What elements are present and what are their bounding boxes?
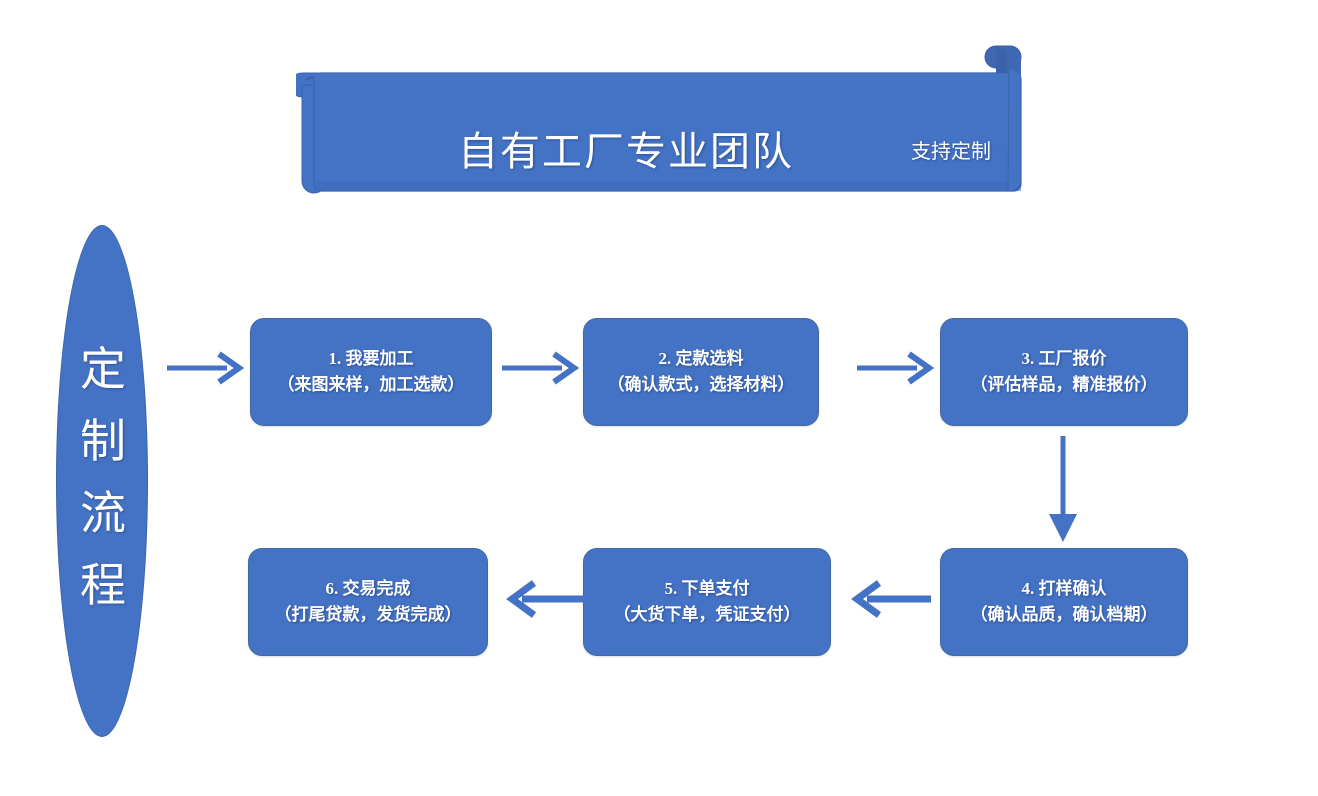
arrow-right-icon-step-1-to-step-2 bbox=[502, 351, 580, 385]
arrow-down-icon-step-3-to-step-4 bbox=[1049, 436, 1077, 542]
flow-node-detail: （大货下单，凭证支付） bbox=[613, 605, 801, 624]
arrow-left-icon-step-5-to-step-6 bbox=[506, 580, 586, 618]
flow-node-detail: （确认品质，确认档期） bbox=[970, 605, 1158, 624]
arrow-left-icon-step-4-to-step-5 bbox=[851, 580, 931, 618]
flow-node-detail: （打尾贷款，发货完成） bbox=[274, 605, 462, 624]
arrow-right-icon-step-2-to-step-3 bbox=[857, 351, 935, 385]
flow-node-step-3[interactable]: 3. 工厂报价 （评估样品，精准报价） bbox=[940, 318, 1188, 426]
banner-title: 自有工厂专业团队 bbox=[458, 129, 794, 174]
ellipse-char-4: 程 bbox=[80, 560, 126, 611]
flow-node-title: 5. 下单支付 bbox=[664, 579, 750, 598]
banner-scroll-shape bbox=[296, 45, 1022, 194]
flow-node-step-5[interactable]: 5. 下单支付 （大货下单，凭证支付） bbox=[583, 548, 831, 656]
flow-node-step-2[interactable]: 2. 定款选料 （确认款式，选择材料） bbox=[583, 318, 819, 426]
flow-node-title: 6. 交易完成 bbox=[325, 579, 411, 598]
flow-node-detail: （来图来样，加工选款） bbox=[277, 375, 465, 394]
flow-node-title: 4. 打样确认 bbox=[1021, 579, 1107, 598]
banner-scroll: 自有工厂专业团队 支持定制 bbox=[296, 40, 1036, 212]
flow-node-step-6[interactable]: 6. 交易完成 （打尾贷款，发货完成） bbox=[248, 548, 488, 656]
flow-node-title: 3. 工厂报价 bbox=[1021, 349, 1107, 368]
process-ellipse-label: 定 制 流 程 bbox=[57, 334, 149, 622]
flow-node-detail: （确认款式，选择材料） bbox=[607, 375, 795, 394]
process-ellipse: 定 制 流 程 bbox=[56, 225, 148, 737]
flow-node-step-1[interactable]: 1. 我要加工 （来图来样，加工选款） bbox=[250, 318, 492, 426]
flow-node-title: 2. 定款选料 bbox=[658, 349, 744, 368]
flow-node-detail: （评估样品，精准报价） bbox=[970, 375, 1158, 394]
ellipse-char-2: 制 bbox=[80, 416, 126, 467]
flow-node-title: 1. 我要加工 bbox=[328, 349, 414, 368]
banner-subtitle: 支持定制 bbox=[911, 141, 991, 163]
ellipse-char-3: 流 bbox=[80, 488, 126, 539]
flow-node-step-4[interactable]: 4. 打样确认 （确认品质，确认档期） bbox=[940, 548, 1188, 656]
arrow-right-icon-ellipse-to-step-1 bbox=[167, 351, 245, 385]
ellipse-char-1: 定 bbox=[80, 344, 126, 395]
